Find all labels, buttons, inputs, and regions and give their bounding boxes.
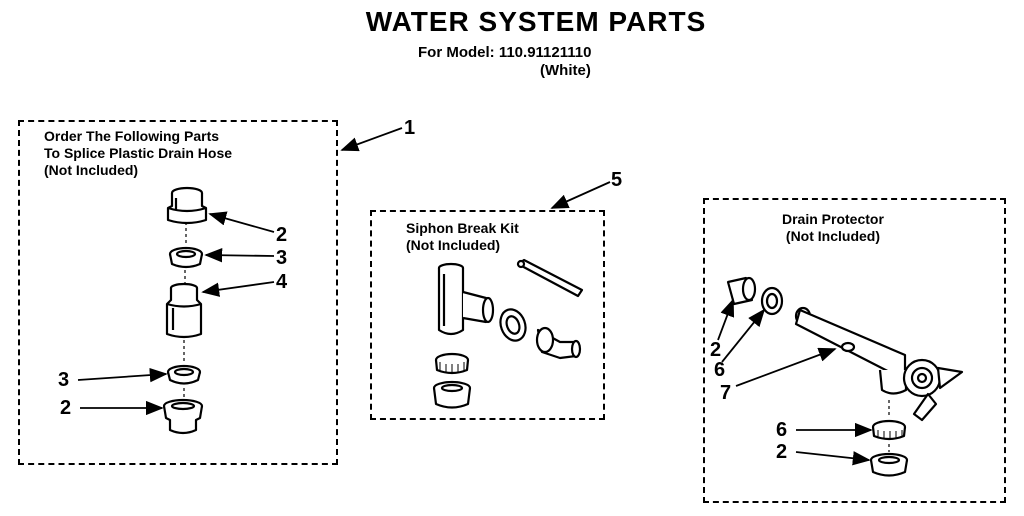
leader-splice-3-top: [204, 248, 275, 263]
model-color: (White): [540, 62, 591, 79]
siphon-break-kit-panel: [370, 210, 605, 420]
splice-part-4: 4: [276, 271, 288, 293]
splice-parts-panel: [18, 120, 338, 465]
splice-label-line3: (Not Included): [44, 162, 139, 178]
siphon-ring-bottom: [434, 352, 470, 375]
callout-5: 5: [611, 169, 623, 191]
siphon-tee-fitting: [437, 262, 495, 336]
leader-5: [550, 181, 611, 209]
leader-splice-3-bottom: [77, 367, 168, 383]
siphon-clip: [516, 258, 584, 298]
leader-drain-7: [735, 347, 837, 387]
leader-1: [340, 127, 403, 152]
drain-cap-bottom: [869, 452, 909, 477]
drain-part-2-top: 2: [710, 339, 722, 361]
drain-protector-body: [794, 306, 964, 422]
ferrule-ring-bottom: [166, 364, 202, 385]
splice-tube: [165, 282, 203, 339]
leader-drain-2-bottom: [795, 451, 871, 466]
coupling-nut-top: [166, 186, 208, 225]
drain-part-7: 7: [720, 382, 732, 404]
model-number: For Model: 110.91121110: [418, 44, 592, 61]
drain-ring-top: [760, 286, 784, 316]
drain-part-6-bottom: 6: [776, 419, 788, 441]
splice-panel-label: Order The Following Parts To Splice Plas…: [44, 128, 232, 179]
splice-part-2-top: 2: [276, 224, 288, 246]
leader-splice-2-top: [208, 211, 275, 233]
siphon-nut-bottom: [432, 380, 472, 409]
drain-label-line1: Drain Protector: [782, 211, 884, 227]
siphon-clamp-ring: [499, 308, 527, 342]
siphon-label-line1: Siphon Break Kit: [406, 220, 519, 236]
siphon-label-line2: (Not Included): [406, 237, 501, 253]
drain-ring-bottom: [871, 419, 907, 441]
callout-1: 1: [404, 117, 416, 139]
drain-protector-panel: [703, 198, 1006, 503]
splice-label-line2: To Splice Plastic Drain Hose: [44, 145, 233, 161]
drain-part-6-top: 6: [714, 359, 726, 381]
drain-label-line2: (Not Included): [785, 228, 881, 244]
ferrule-ring-top: [168, 246, 204, 269]
drain-cap-top: [726, 276, 757, 306]
leader-drain-6: [721, 308, 766, 363]
diagram-title: WATER SYSTEM PARTS: [365, 6, 707, 37]
drain-panel-label: Drain Protector (Not Included): [782, 211, 884, 245]
splice-part-3-top: 3: [276, 247, 288, 269]
siphon-hose-adapter: [535, 326, 582, 360]
coupling-nut-bottom: [162, 398, 204, 435]
splice-part-2-bottom: 2: [60, 397, 72, 419]
splice-part-3-bottom: 3: [58, 369, 70, 391]
leader-drain-2: [717, 298, 735, 341]
siphon-panel-label: Siphon Break Kit (Not Included): [406, 220, 519, 254]
drain-part-2-bottom: 2: [776, 441, 788, 463]
leader-splice-4: [201, 281, 275, 297]
splice-label-line1: Order The Following Parts: [44, 128, 220, 144]
